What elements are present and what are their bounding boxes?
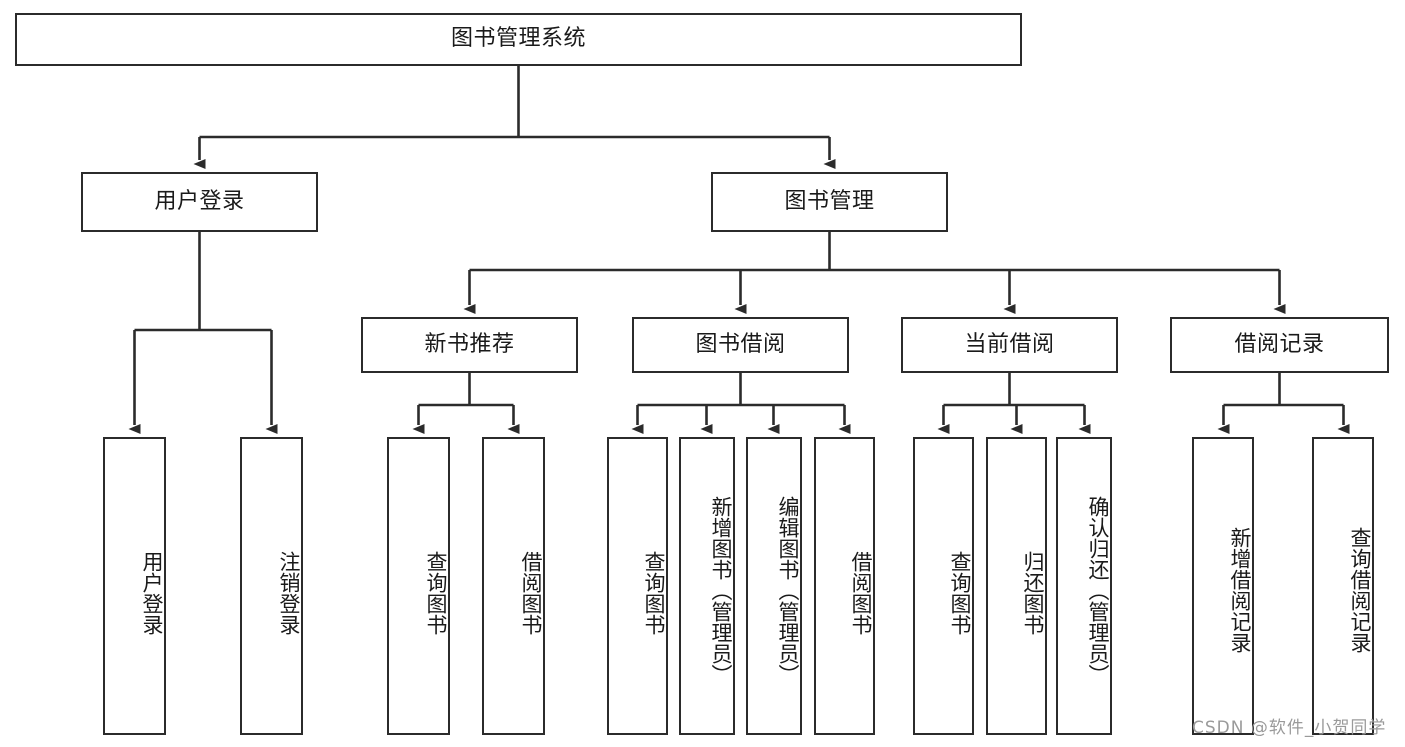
node-borrow-book-recommend[interactable]: 借阅图书 bbox=[482, 437, 545, 735]
node-query-book-current-label: 查询图书 bbox=[948, 551, 972, 635]
node-query-book-borrow-label: 查询图书 bbox=[642, 551, 666, 635]
node-borrow-record-label: 借阅记录 bbox=[1234, 331, 1325, 357]
node-add-book-admin[interactable]: 新增图书（管理员） bbox=[679, 437, 735, 735]
node-book-manage[interactable]: 图书管理 bbox=[711, 172, 948, 232]
node-add-book-admin-label: 新增图书（管理员） bbox=[709, 495, 733, 685]
node-book-borrow-label: 图书借阅 bbox=[695, 331, 786, 357]
node-return-book-label: 归还图书 bbox=[1021, 551, 1045, 635]
node-root[interactable]: 图书管理系统 bbox=[15, 13, 1022, 66]
node-user-login-action-label: 用户登录 bbox=[140, 551, 164, 635]
node-edit-book-admin-label: 编辑图书（管理员） bbox=[776, 495, 800, 685]
node-confirm-return-admin[interactable]: 确认归还（管理员） bbox=[1056, 437, 1112, 735]
node-current-borrow[interactable]: 当前借阅 bbox=[901, 317, 1118, 373]
node-borrow-book-action-label: 借阅图书 bbox=[849, 551, 873, 635]
node-borrow-record[interactable]: 借阅记录 bbox=[1170, 317, 1389, 373]
node-current-borrow-label: 当前借阅 bbox=[964, 331, 1055, 357]
node-add-borrow-record[interactable]: 新增借阅记录 bbox=[1192, 437, 1254, 735]
node-book-manage-label: 图书管理 bbox=[784, 188, 875, 214]
node-new-book-recommend-label: 新书推荐 bbox=[424, 331, 515, 357]
node-edit-book-admin[interactable]: 编辑图书（管理员） bbox=[746, 437, 802, 735]
node-user-logout-action[interactable]: 注销登录 bbox=[240, 437, 303, 735]
node-new-book-recommend[interactable]: 新书推荐 bbox=[361, 317, 578, 373]
node-borrow-book-action[interactable]: 借阅图书 bbox=[814, 437, 875, 735]
node-confirm-return-admin-label: 确认归还（管理员） bbox=[1086, 495, 1110, 685]
node-user-login-action[interactable]: 用户登录 bbox=[103, 437, 166, 735]
node-query-borrow-record[interactable]: 查询借阅记录 bbox=[1312, 437, 1374, 735]
csdn-watermark: CSDN @软件_小贺同学 bbox=[1192, 718, 1387, 738]
node-query-book-borrow[interactable]: 查询图书 bbox=[607, 437, 668, 735]
node-borrow-book-recommend-label: 借阅图书 bbox=[519, 551, 543, 635]
node-query-book-recommend[interactable]: 查询图书 bbox=[387, 437, 450, 735]
node-user-login-label: 用户登录 bbox=[154, 188, 245, 214]
node-query-book-recommend-label: 查询图书 bbox=[424, 551, 448, 635]
node-query-borrow-record-label: 查询借阅记录 bbox=[1348, 527, 1372, 653]
node-return-book[interactable]: 归还图书 bbox=[986, 437, 1047, 735]
node-root-label: 图书管理系统 bbox=[450, 26, 586, 52]
node-user-login[interactable]: 用户登录 bbox=[81, 172, 318, 232]
node-user-logout-action-label: 注销登录 bbox=[277, 551, 301, 635]
node-add-borrow-record-label: 新增借阅记录 bbox=[1228, 527, 1252, 653]
node-query-book-current[interactable]: 查询图书 bbox=[913, 437, 974, 735]
node-book-borrow[interactable]: 图书借阅 bbox=[632, 317, 849, 373]
